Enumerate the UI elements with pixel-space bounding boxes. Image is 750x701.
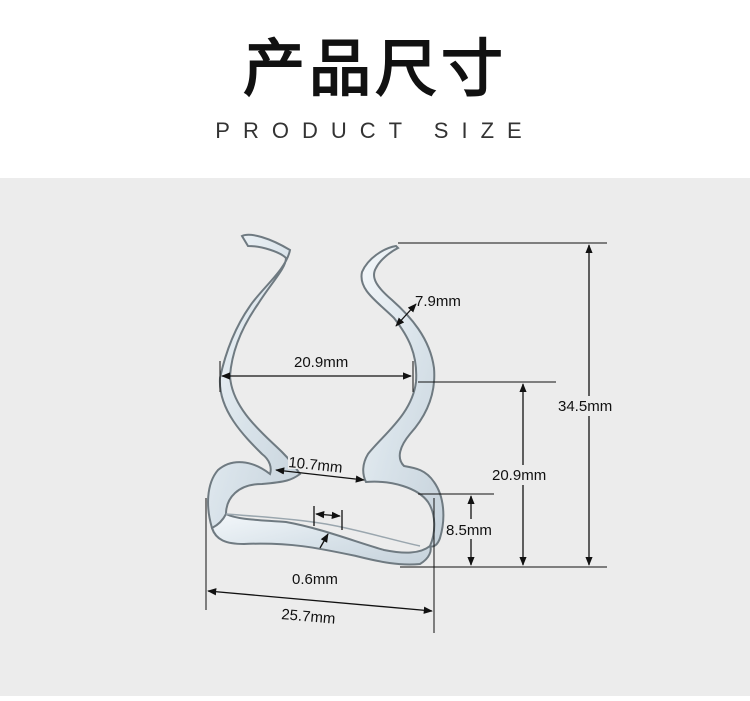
clip-base xyxy=(210,512,432,566)
page-title: 产品尺寸 xyxy=(242,32,507,105)
dim-thickness-leader xyxy=(319,533,329,549)
dimension-labels: 7.9mm 20.9mm 10.7mm 0.6mm 25.7mm 8.5mm 2… xyxy=(281,293,626,628)
dim-thickness-arrow xyxy=(315,511,341,519)
dim-neck-width-arrow xyxy=(275,467,365,483)
dim-base-width-arrow xyxy=(207,588,433,614)
clip-right-arm xyxy=(360,244,445,548)
label-tip-width: 7.9mm xyxy=(415,293,461,310)
clip-dimension-diagram: 7.9mm 20.9mm 10.7mm 0.6mm 25.7mm 8.5mm 2… xyxy=(205,233,626,633)
label-upper-width: 20.9mm xyxy=(294,354,348,371)
extension-lines xyxy=(205,242,607,633)
clip-left-arm xyxy=(207,233,302,542)
clip-inner-band xyxy=(225,513,421,547)
header: 产品尺寸 PRODUCT SIZE xyxy=(0,0,750,178)
label-lower-height: 20.9mm xyxy=(492,467,546,484)
page-subtitle: PRODUCT SIZE xyxy=(215,118,535,143)
diagram-area: 7.9mm 20.9mm 10.7mm 0.6mm 25.7mm 8.5mm 2… xyxy=(0,178,750,696)
label-base-width: 25.7mm xyxy=(281,606,336,628)
label-thickness: 0.6mm xyxy=(292,571,338,588)
label-base-height: 8.5mm xyxy=(446,522,492,539)
label-neck-width: 10.7mm xyxy=(288,454,344,477)
dim-tip-width-arrow xyxy=(395,303,417,327)
label-total-height: 34.5mm xyxy=(558,398,612,415)
